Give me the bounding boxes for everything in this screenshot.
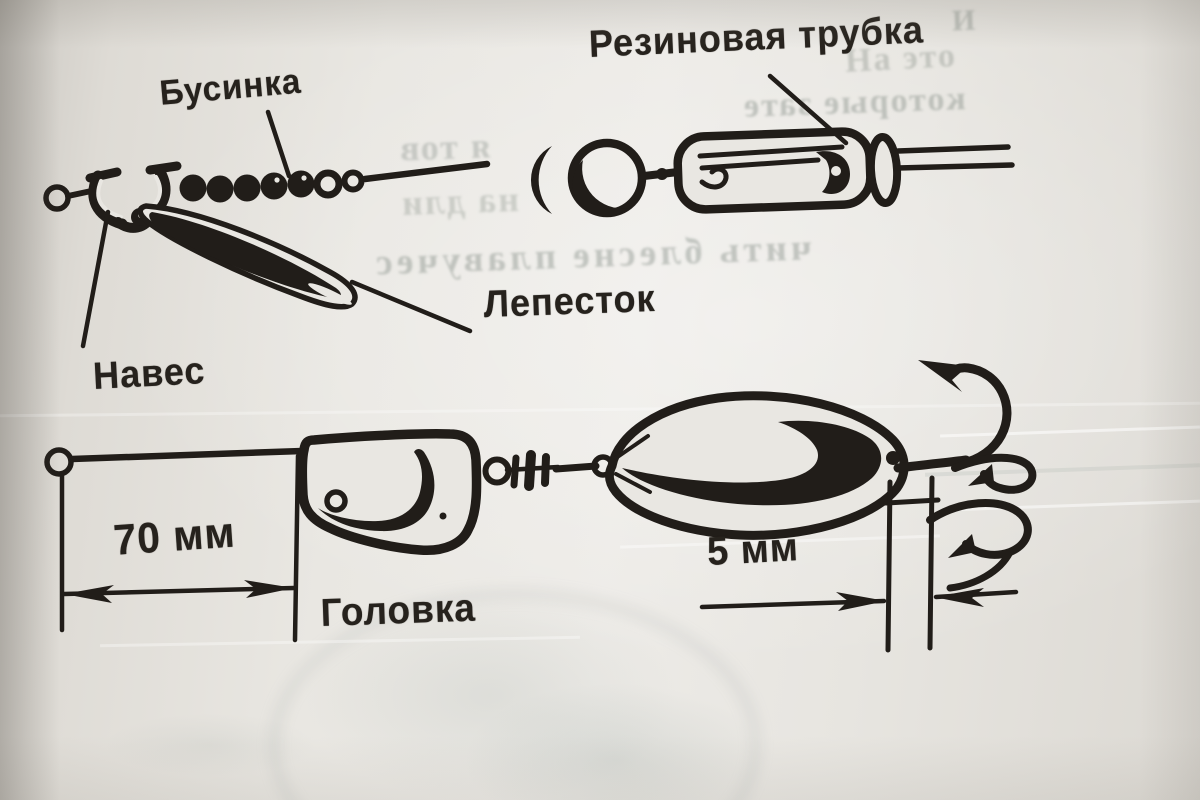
dimension-5mm: 5 мм xyxy=(706,525,800,574)
dimension-5mm-lines xyxy=(699,475,1019,653)
upper-blade xyxy=(137,203,358,310)
treble-hook xyxy=(886,360,1037,592)
leader-clevis xyxy=(80,209,111,349)
wire-shaft xyxy=(68,447,306,463)
head-shading xyxy=(318,449,435,532)
blade-shading xyxy=(622,420,882,506)
dimension-70mm: 70 мм xyxy=(112,508,238,565)
lure-head xyxy=(297,429,482,555)
bead xyxy=(206,175,234,203)
bead xyxy=(287,170,315,198)
leader-bead xyxy=(265,109,292,179)
hook-shank-in-tube xyxy=(699,157,821,171)
hook-shank-in-tube xyxy=(697,144,845,159)
lower-blade xyxy=(604,391,909,540)
head-hole xyxy=(324,489,348,513)
bead xyxy=(260,172,288,200)
swivel-crescent xyxy=(530,146,552,214)
lower-swivel xyxy=(482,450,615,491)
wire-eyelet xyxy=(43,184,71,212)
beads xyxy=(179,169,365,203)
leader-rubber-tube xyxy=(767,73,849,146)
hook-shank xyxy=(895,162,1015,171)
bead xyxy=(313,169,343,199)
wire-shaft xyxy=(361,160,491,183)
upper-spinner xyxy=(43,109,491,349)
label-blade: Лепесток xyxy=(483,278,657,326)
bead xyxy=(341,169,365,193)
tube-curl xyxy=(699,166,729,190)
wire-eyelet xyxy=(44,447,74,477)
label-clevis: Навес xyxy=(92,350,207,398)
tube-end-cap xyxy=(866,133,902,207)
swivel-ring-shading xyxy=(572,160,627,217)
dimension-70mm-lines xyxy=(59,453,301,643)
bead xyxy=(233,174,261,202)
lower-spinner xyxy=(44,360,1037,653)
leader-blade xyxy=(349,279,473,334)
swivel-and-tube xyxy=(530,73,1015,218)
bead xyxy=(179,174,207,202)
label-head: Головка xyxy=(320,586,477,635)
hook-shank xyxy=(895,144,1011,154)
